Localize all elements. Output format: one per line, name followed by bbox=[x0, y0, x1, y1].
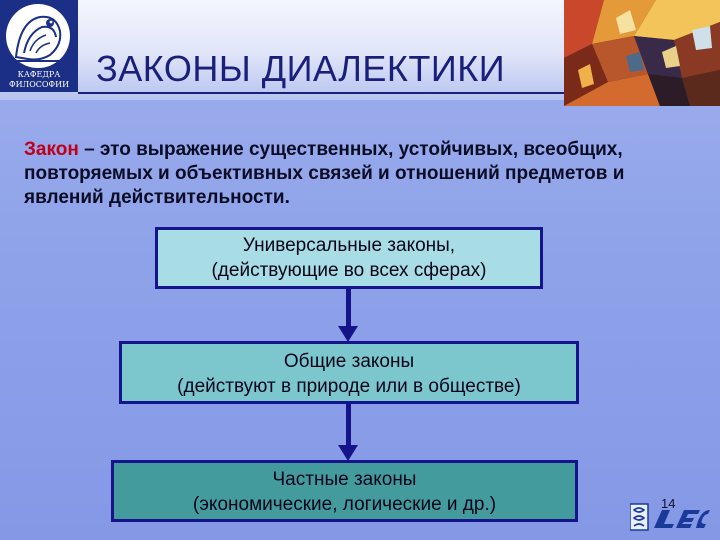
decorative-painting bbox=[564, 0, 720, 106]
definition-term: Закон bbox=[24, 139, 79, 160]
particular-laws-note: (экономические, логические и др.) bbox=[192, 494, 497, 515]
logo-caption-line-1: КАФЕДРА bbox=[17, 70, 61, 79]
department-logo: КАФЕДРА ФИЛОСОФИИ bbox=[0, 0, 78, 92]
slide-title: ЗАКОНЫ ДИАЛЕКТИКИ bbox=[96, 48, 506, 89]
particular-laws-box: Частные законы (экономические, логически… bbox=[111, 460, 578, 522]
general-laws-title: Общие законы bbox=[283, 351, 415, 372]
general-laws-box: Общие законы (действуют в природе или в … bbox=[119, 341, 579, 404]
owl-icon bbox=[14, 15, 62, 62]
logo-caption: КАФЕДРА ФИЛОСОФИИ bbox=[0, 70, 78, 90]
universal-laws-title: Универсальные законы, bbox=[242, 235, 456, 256]
general-laws-note: (действуют в природе или в обществе) bbox=[177, 376, 521, 397]
page-number: 14 bbox=[661, 496, 676, 511]
universal-laws-note: (действующие во всех сферах) bbox=[211, 260, 487, 281]
title-underline bbox=[78, 92, 564, 94]
particular-laws-title: Частные законы bbox=[272, 469, 417, 490]
painting-image bbox=[564, 0, 720, 106]
universal-laws-box: Универсальные законы, (действующие во вс… bbox=[155, 227, 543, 289]
definition-text: – это выражение существенных, устойчивых… bbox=[24, 139, 625, 208]
university-logo-icon bbox=[630, 503, 710, 531]
logo-caption-line-2: ФИЛОСОФИИ bbox=[8, 80, 70, 89]
arrow-down-icon bbox=[338, 288, 358, 342]
arrow-down-icon bbox=[338, 403, 358, 461]
law-definition: Закон – это выражение существенных, усто… bbox=[24, 138, 704, 210]
